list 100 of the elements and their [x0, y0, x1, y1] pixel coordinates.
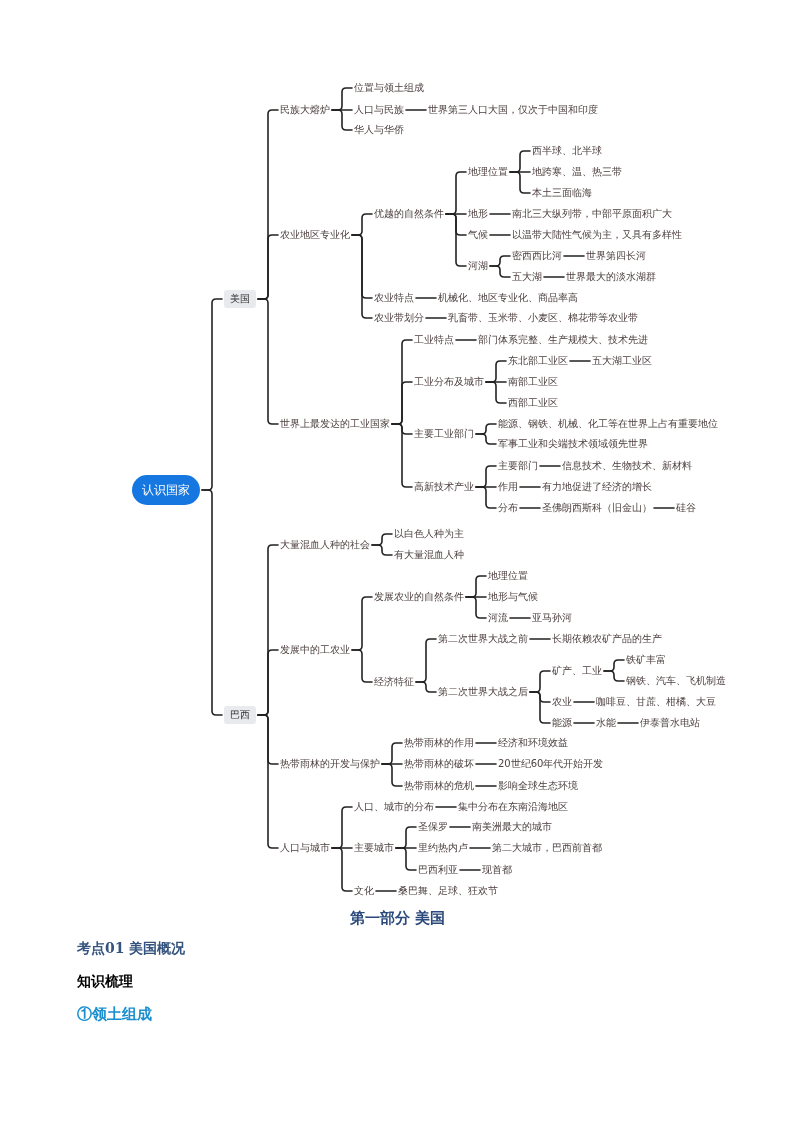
connector-line	[569, 360, 591, 362]
connector-line	[475, 742, 497, 744]
topic-text: 地跨寒、温、热三带	[532, 166, 622, 178]
connector-line	[351, 234, 373, 319]
topic-text: 第二大城市，巴西前首都	[492, 842, 602, 854]
topic-text: 作用	[498, 481, 518, 493]
topic-text: 热带雨林的开发与保护	[280, 758, 380, 770]
connector-line	[489, 234, 511, 236]
connector-line	[509, 171, 531, 194]
topic-text: 机械化、地区专业化、商品率高	[438, 292, 578, 304]
connector-line	[445, 213, 467, 267]
branch-box: 美国	[224, 290, 256, 308]
topic-text: 里约热内卢	[418, 842, 468, 854]
topic-text: 集中分布在东南沿海地区	[458, 801, 568, 813]
topic-text: 现首都	[482, 864, 512, 876]
topic-text: 发展农业的自然条件	[374, 591, 464, 603]
topic-text: 水能	[596, 717, 616, 729]
topic-text: 西部工业区	[508, 397, 558, 409]
topic-text: 地理位置	[468, 166, 508, 178]
connector-line	[653, 507, 675, 509]
connector-line	[375, 890, 397, 892]
connector-line	[371, 544, 393, 556]
connector-line	[415, 681, 437, 693]
topic-text: 经济特征	[374, 676, 414, 688]
connector-line	[435, 806, 457, 808]
topic-text: 农业特点	[374, 292, 414, 304]
topic-text: 乳畜带、玉米带、小麦区、棉花带等农业带	[448, 312, 638, 324]
topic-text: 河湖	[468, 260, 488, 272]
connector-line	[509, 617, 531, 619]
topic-text: 信息技术、生物技术、新材料	[562, 460, 692, 472]
topic-text: 地形	[468, 208, 488, 220]
section-title: 第一部分 美国	[349, 908, 445, 928]
connector-line	[519, 507, 541, 509]
topic-text: 地理位置	[488, 570, 528, 582]
topic-text: 20世纪60年代开始开发	[498, 758, 604, 770]
topic-text: 密西西比河	[512, 250, 562, 262]
topic-text: 圣佛朗西斯科（旧金山）	[542, 502, 652, 514]
connector-line	[529, 691, 551, 724]
topic-text: 人口与民族	[354, 104, 404, 116]
topic-text: 南美洲最大的城市	[472, 821, 552, 833]
topic-text: 以温带大陆性气候为主，又具有多样性	[512, 229, 682, 241]
connector-line	[425, 317, 447, 319]
connector-line	[331, 109, 353, 131]
topic-text: 文化	[354, 885, 374, 897]
topic-text: 华人与华侨	[354, 124, 404, 136]
topic-text: 部门体系完整、生产规模大、技术先进	[478, 334, 648, 346]
topic-text: 农业地区专业化	[280, 229, 350, 241]
topic-text: 巴西利亚	[418, 864, 458, 876]
topic-text: 热带雨林的危机	[404, 780, 474, 792]
topic-text: 长期依赖农矿产品的生产	[552, 633, 662, 645]
topic-text: 工业分布及城市	[414, 376, 484, 388]
topic-text: 民族大熔炉	[280, 104, 330, 116]
connector-line	[475, 763, 497, 765]
topic-text: 南部工业区	[508, 376, 558, 388]
topic-text: 第二次世界大战之后	[438, 686, 528, 698]
topic-text: 大量混血人种的社会	[280, 539, 370, 551]
topic-text: 桑巴舞、足球、狂欢节	[398, 885, 498, 897]
topic-text: 人口与城市	[280, 842, 330, 854]
connector-line	[485, 381, 507, 404]
topic-text: 伊泰普水电站	[640, 717, 700, 729]
connector-line	[455, 339, 477, 341]
connector-line	[405, 109, 427, 111]
topic-text: 军事工业和尖端技术领域领先世界	[498, 438, 648, 450]
topic-text: 东北部工业区	[508, 355, 568, 367]
connector-line	[415, 297, 437, 299]
topic-text: 主要城市	[354, 842, 394, 854]
topic-text: 优越的自然条件	[374, 208, 444, 220]
central-topic: 认识国家	[132, 475, 200, 505]
topic-text: 影响全球生态环境	[498, 780, 578, 792]
topic-text: 有力地促进了经济的增长	[542, 481, 652, 493]
connector-line	[573, 722, 595, 724]
topic-text: 南北三大纵列带，中部平原面积广大	[512, 208, 672, 220]
connector-line	[529, 638, 551, 640]
topic-text: 硅谷	[676, 502, 696, 514]
topic-text: 位置与领土组成	[354, 82, 424, 94]
connector-line	[475, 486, 497, 509]
topic-text: 本土三面临海	[532, 187, 592, 199]
topic-text: 五大湖	[512, 271, 542, 283]
topic-text: 世界第四长河	[586, 250, 646, 262]
connector-line	[381, 763, 403, 787]
topic-text: 铁矿丰富	[626, 654, 666, 666]
connector-line	[489, 213, 511, 215]
topic-text: 河流	[488, 612, 508, 624]
topic-text: 五大湖工业区	[592, 355, 652, 367]
topic-text: 热带雨林的作用	[404, 737, 474, 749]
topic-text: 圣保罗	[418, 821, 448, 833]
topic-text: 第二次世界大战之前	[438, 633, 528, 645]
topic-text: 主要工业部门	[414, 428, 474, 440]
connector-line	[543, 276, 565, 278]
topic-text: 西半球、北半球	[532, 145, 602, 157]
topic-text: 发展中的工农业	[280, 644, 350, 656]
topic-text: 能源	[552, 717, 572, 729]
branch-box: 巴西	[224, 706, 256, 724]
topic-text: 人口、城市的分布	[354, 801, 434, 813]
topic-text: 热带雨林的破坏	[404, 758, 474, 770]
topic-text: 地形与气候	[488, 591, 538, 603]
topic-text: 咖啡豆、甘蔗、柑橘、大豆	[596, 696, 716, 708]
connector-line	[395, 847, 417, 871]
connector-line	[475, 433, 497, 445]
topic-text: 分布	[498, 502, 518, 514]
